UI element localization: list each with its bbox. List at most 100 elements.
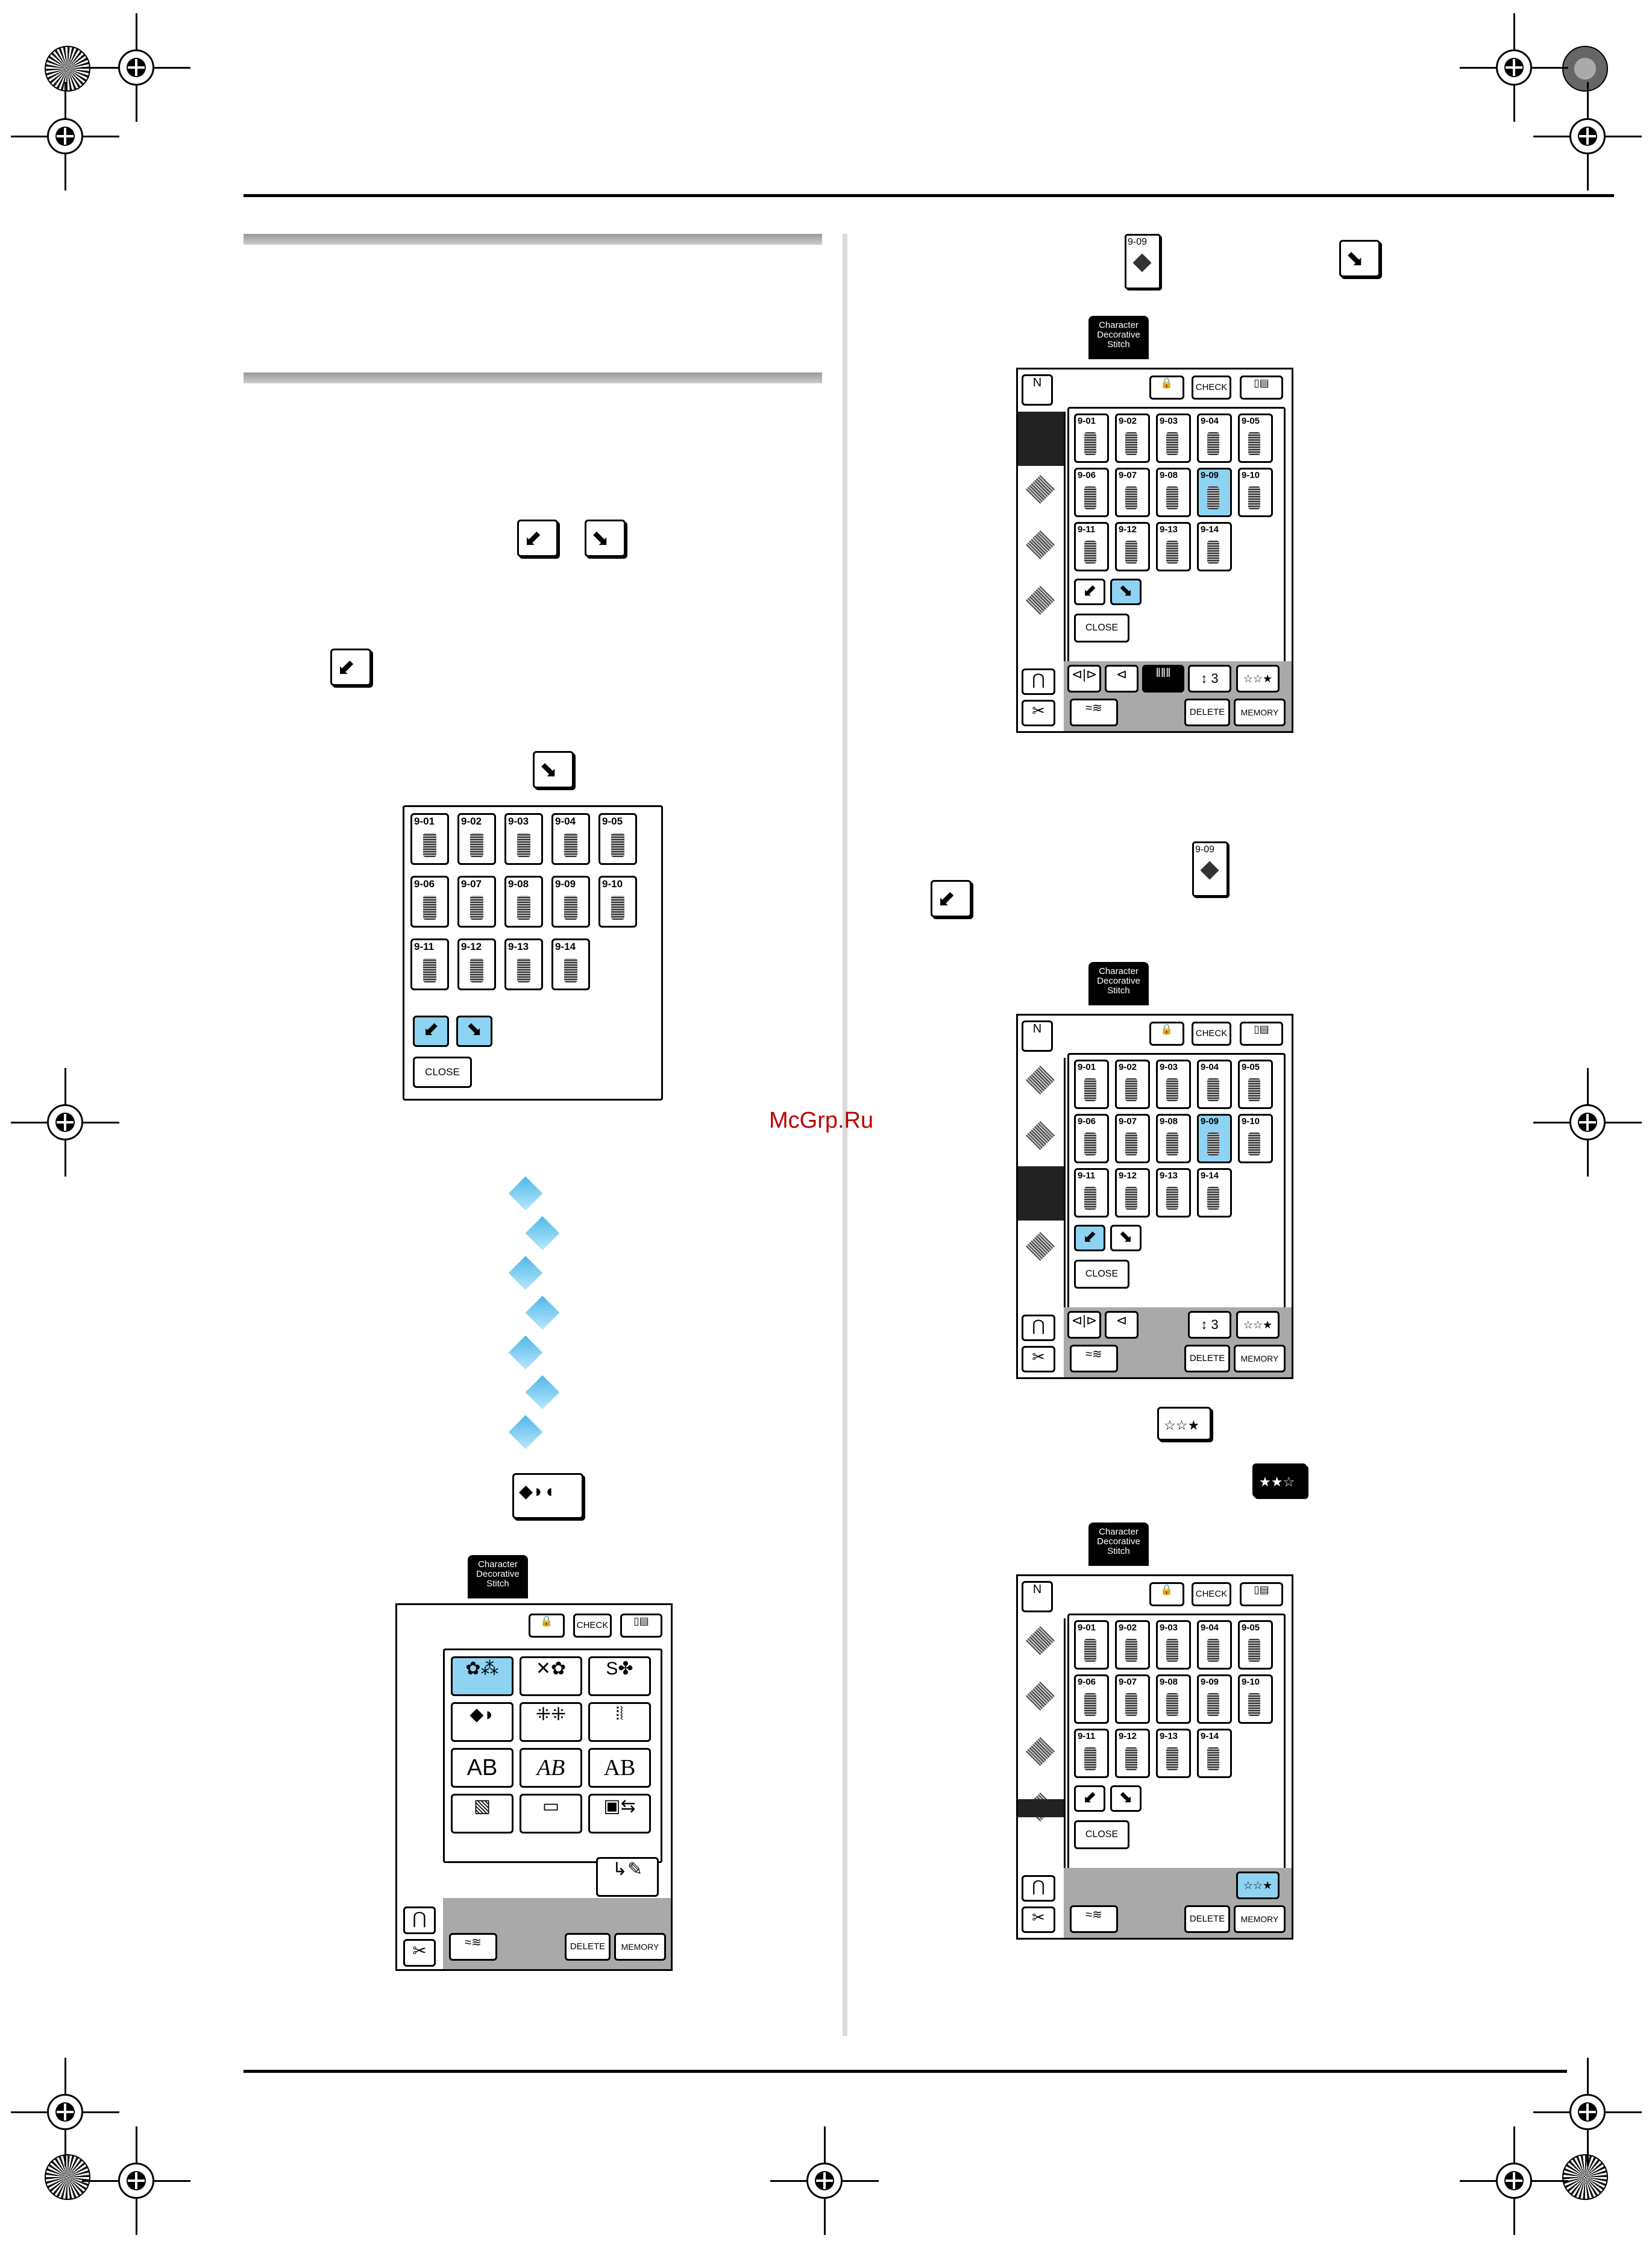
lock-button[interactable]: 🔒 <box>1149 1022 1184 1046</box>
lock-button[interactable]: 🔒 <box>1149 376 1184 400</box>
pattern-tile-9-12[interactable]: 9-12 <box>1115 522 1150 571</box>
pattern-tile-9-05[interactable]: 9-05 <box>1238 1060 1273 1109</box>
tension-button[interactable]: ≈≋ <box>1070 1345 1118 1372</box>
pattern-tile-9-08[interactable]: 9-08 <box>1156 468 1191 517</box>
category-font-script[interactable]: AB <box>520 1748 582 1788</box>
repeat-mode-button[interactable]: ☆☆★ <box>1236 1871 1280 1899</box>
category-font-gothic[interactable]: AB <box>451 1748 514 1788</box>
thread-cutter-button[interactable]: ✂ <box>403 1939 436 1967</box>
lock-button[interactable]: 🔒 <box>529 1614 565 1638</box>
category-crossstitch[interactable]: ⁜⁜ <box>520 1702 582 1742</box>
category-cross[interactable]: ✕✿ <box>520 1656 582 1696</box>
pattern-tile-9-07[interactable]: 9-07 <box>1115 468 1150 517</box>
pattern-tile-9-05[interactable]: 9-05 <box>598 813 637 865</box>
category-lines[interactable]: ⦙⦚ <box>588 1702 651 1742</box>
mirror-right-toggle[interactable]: ⬊ <box>1110 1225 1142 1251</box>
pattern-tile-9-13[interactable]: 9-13 <box>1156 1168 1191 1218</box>
delete-button[interactable]: DELETE <box>1184 1905 1230 1933</box>
pattern-tile-9-02[interactable]: 9-02 <box>1115 1060 1150 1109</box>
pattern-tile-9-13[interactable]: 9-13 <box>504 938 543 990</box>
pattern-tile-9-01[interactable]: 9-01 <box>1074 413 1109 463</box>
pattern-tile-9-09[interactable]: 9-09 <box>1197 468 1232 517</box>
pattern-tile-9-03[interactable]: 9-03 <box>1156 413 1191 463</box>
delete-button[interactable]: DELETE <box>1184 1345 1230 1372</box>
repeat-mode-button[interactable]: ☆☆★ <box>1236 665 1280 693</box>
close-button[interactable]: CLOSE <box>1074 1260 1129 1289</box>
pattern-tile-9-02[interactable]: 9-02 <box>457 813 496 865</box>
close-button[interactable]: CLOSE <box>1074 1820 1129 1849</box>
pattern-tile-9-04[interactable]: 9-04 <box>551 813 590 865</box>
pattern-tile-9-07[interactable]: 9-07 <box>1115 1114 1150 1163</box>
memory-button[interactable]: MEMORY <box>614 1933 666 1961</box>
pattern-tile-9-09[interactable]: 9-09 <box>551 876 590 928</box>
pattern-tile-9-01[interactable]: 9-01 <box>1074 1060 1109 1109</box>
manual-button[interactable]: ▯▤ <box>1240 1582 1283 1606</box>
pattern-tile-9-12[interactable]: 9-12 <box>457 938 496 990</box>
mirror-horizontal-button[interactable]: ⊲ <box>1105 1311 1138 1339</box>
pattern-tile-9-14[interactable]: 9-14 <box>1197 1729 1232 1778</box>
category-satin[interactable]: ◆◗ <box>451 1702 514 1742</box>
pattern-tile-9-06[interactable]: 9-06 <box>1074 1674 1109 1724</box>
check-button[interactable]: CHECK <box>1192 1022 1231 1046</box>
pattern-tile-9-03[interactable]: 9-03 <box>1156 1620 1191 1670</box>
delete-button[interactable]: DELETE <box>1184 699 1230 726</box>
pattern-tile-9-05[interactable]: 9-05 <box>1238 1620 1273 1670</box>
pattern-tile-9-09[interactable]: 9-09 <box>1197 1114 1232 1163</box>
memory-button[interactable]: MEMORY <box>1234 1905 1286 1933</box>
category-s[interactable]: S✤ <box>588 1656 651 1696</box>
pattern-tile-9-05[interactable]: 9-05 <box>1238 413 1273 463</box>
category-floral[interactable]: ✿⁂ <box>451 1656 514 1696</box>
mirror-left-toggle[interactable]: ⬋ <box>1074 579 1105 605</box>
mirror-left-toggle[interactable]: ⬋ <box>1074 1785 1105 1812</box>
pattern-tile-9-03[interactable]: 9-03 <box>1156 1060 1191 1109</box>
pattern-tile-9-12[interactable]: 9-12 <box>1115 1729 1150 1778</box>
close-button[interactable]: CLOSE <box>413 1057 472 1088</box>
repeat-mode-button[interactable]: ☆☆★ <box>1236 1311 1280 1339</box>
pattern-tile-9-12[interactable]: 9-12 <box>1115 1168 1150 1218</box>
pattern-tile-9-02[interactable]: 9-02 <box>1115 1620 1150 1670</box>
check-button[interactable]: CHECK <box>1192 1582 1231 1606</box>
needle-up-down-button[interactable]: ⋂ <box>1022 1875 1055 1902</box>
manual-button[interactable]: ▯▤ <box>620 1614 662 1638</box>
tension-button[interactable]: ≈≋ <box>449 1933 497 1961</box>
memory-button[interactable]: MEMORY <box>1234 1345 1286 1372</box>
tension-button[interactable]: ≈≋ <box>1070 1905 1118 1933</box>
pattern-tile-9-14[interactable]: 9-14 <box>1197 1168 1232 1218</box>
pattern-tile-9-11[interactable]: 9-11 <box>1074 1168 1109 1218</box>
category-font-outline[interactable]: AB <box>588 1748 651 1788</box>
width-button[interactable]: ↕ 3 <box>1188 1311 1231 1339</box>
thread-cutter-button[interactable]: ✂ <box>1022 700 1055 726</box>
twin-needle-button[interactable]: ‖‖‖ <box>1142 665 1184 693</box>
needle-up-down-button[interactable]: ⋂ <box>1022 1315 1055 1341</box>
pattern-tile-9-13[interactable]: 9-13 <box>1156 522 1191 571</box>
pattern-tile-9-13[interactable]: 9-13 <box>1156 1729 1191 1778</box>
pattern-tile-9-08[interactable]: 9-08 <box>1156 1674 1191 1724</box>
pattern-tile-9-08[interactable]: 9-08 <box>504 876 543 928</box>
mirror-left-toggle[interactable]: ⬋ <box>413 1016 449 1047</box>
category-pocket[interactable]: ▭ <box>520 1794 582 1834</box>
category-usb[interactable]: ▣⇆ <box>588 1794 651 1834</box>
mirror-left-toggle[interactable]: ⬋ <box>1074 1225 1105 1251</box>
mirror-vertical-button[interactable]: ⊲|⊳ <box>1067 665 1101 693</box>
pattern-tile-9-10[interactable]: 9-10 <box>1238 1674 1273 1724</box>
thread-cutter-button[interactable]: ✂ <box>1022 1906 1055 1933</box>
pattern-tile-9-06[interactable]: 9-06 <box>1074 1114 1109 1163</box>
pattern-tile-9-02[interactable]: 9-02 <box>1115 413 1150 463</box>
pattern-tile-9-09[interactable]: 9-09 <box>1197 1674 1232 1724</box>
retrieve-button[interactable]: ↳✎ <box>596 1857 659 1897</box>
pattern-tile-9-10[interactable]: 9-10 <box>598 876 637 928</box>
memory-button[interactable]: MEMORY <box>1234 699 1286 726</box>
needle-up-down-button[interactable]: ⋂ <box>403 1906 436 1934</box>
pattern-tile-9-11[interactable]: 9-11 <box>1074 522 1109 571</box>
mirror-right-toggle[interactable]: ⬊ <box>1110 1785 1142 1812</box>
check-button[interactable]: CHECK <box>573 1614 612 1638</box>
lock-button[interactable]: 🔒 <box>1149 1582 1184 1606</box>
mirror-right-toggle[interactable]: ⬊ <box>456 1016 492 1047</box>
mirror-right-toggle[interactable]: ⬊ <box>1110 579 1142 605</box>
needle-up-down-button[interactable]: ⋂ <box>1022 668 1055 695</box>
manual-button[interactable]: ▯▤ <box>1240 376 1283 400</box>
width-button[interactable]: ↕ 3 <box>1188 665 1231 693</box>
mirror-vertical-button[interactable]: ⊲|⊳ <box>1067 1311 1101 1339</box>
pattern-tile-9-08[interactable]: 9-08 <box>1156 1114 1191 1163</box>
pattern-tile-9-06[interactable]: 9-06 <box>410 876 449 928</box>
